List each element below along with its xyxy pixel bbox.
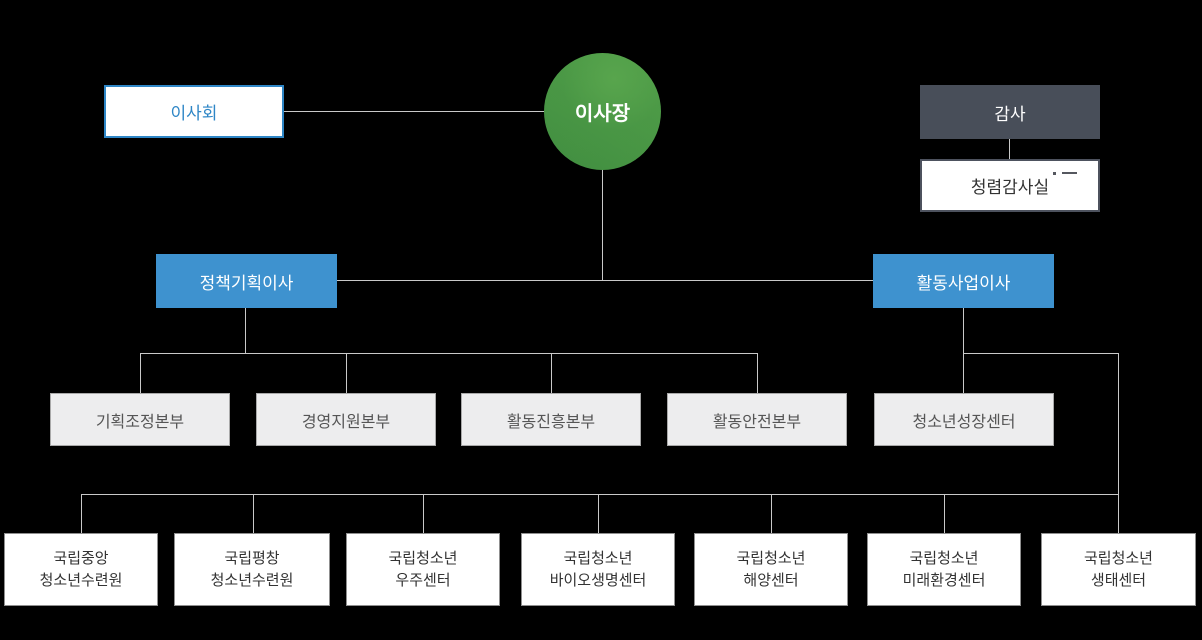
node-center-national-youth-bio-life: 국립청소년 바이오생명센터	[521, 533, 675, 606]
stray-mark	[1053, 172, 1077, 175]
connector-activity-director-down	[963, 308, 964, 393]
node-division-activity-promotion: 활동진흥본부	[461, 393, 641, 446]
node-chairman-label: 이사장	[574, 103, 631, 125]
connector-chairman-down	[602, 170, 603, 281]
connector-drop-division-4	[757, 353, 758, 393]
division-label: 활동안전본부	[712, 413, 802, 431]
center-label-line1: 국립평창	[224, 549, 280, 567]
connector-bottom-branch	[81, 494, 1119, 495]
division-label: 활동진흥본부	[506, 413, 596, 431]
center-label-line2: 바이오생명센터	[549, 571, 647, 589]
node-center-national-pyeongchang-youth: 국립평창 청소년수련원	[174, 533, 330, 606]
connector-left-branch	[140, 353, 758, 354]
connector-drop-division-2	[346, 353, 347, 393]
center-label-line1: 국립청소년	[909, 549, 979, 567]
node-center-national-youth-ecology: 국립청소년 생태센터	[1041, 533, 1196, 606]
connector-directors-horizontal	[337, 280, 874, 281]
division-label: 기획조정본부	[95, 413, 185, 431]
connector-drop-center-2	[253, 494, 254, 533]
connector-drop-center-1	[81, 494, 82, 533]
center-label-line1: 국립청소년	[388, 549, 458, 567]
center-label-line1: 국립청소년	[1083, 549, 1153, 567]
connector-drop-center-6	[944, 494, 945, 533]
node-center-national-youth-space: 국립청소년 우주센터	[346, 533, 500, 606]
connector-drop-center-5	[771, 494, 772, 533]
node-auditor-label: 감사	[994, 104, 1026, 124]
connector-right-vertical	[1118, 353, 1119, 494]
center-label-line1: 국립중앙	[53, 549, 109, 567]
connector-drop-center-3	[423, 494, 424, 533]
connector-drop-division-3	[551, 353, 552, 393]
node-division-activity-safety: 활동안전본부	[667, 393, 847, 446]
center-label-line2: 해양센터	[743, 571, 799, 589]
node-board-of-directors: 이사회	[104, 85, 284, 138]
connector-board-to-chairman	[284, 111, 545, 112]
division-label: 청소년성장센터	[912, 413, 1016, 431]
node-division-management-support: 경영지원본부	[256, 393, 436, 446]
node-center-national-youth-future-environment: 국립청소년 미래환경센터	[867, 533, 1021, 606]
node-center-national-youth-marine: 국립청소년 해양센터	[694, 533, 848, 606]
node-director-activity-label: 활동사업이사	[916, 273, 1011, 293]
node-director-policy-planning: 정책기획이사	[156, 254, 337, 308]
connector-auditor-to-office	[1009, 139, 1010, 159]
center-label-line2: 청소년수련원	[210, 571, 294, 589]
node-director-activity-business: 활동사업이사	[873, 254, 1054, 308]
node-director-policy-label: 정책기획이사	[199, 273, 294, 293]
node-audit-office-label: 청렴감사실	[970, 178, 1050, 197]
node-center-national-central-youth: 국립중앙 청소년수련원	[4, 533, 158, 606]
connector-drop-center-4	[598, 494, 599, 533]
node-auditor: 감사	[920, 85, 1100, 139]
node-division-youth-growth-center: 청소년성장센터	[874, 393, 1054, 446]
division-label: 경영지원본부	[301, 413, 391, 431]
center-label-line1: 국립청소년	[563, 549, 633, 567]
node-board-label: 이사회	[170, 104, 218, 123]
connector-policy-director-down	[245, 308, 246, 353]
connector-right-branch	[963, 353, 1118, 354]
node-division-planning-coordination: 기획조정본부	[50, 393, 230, 446]
center-label-line2: 미래환경센터	[902, 571, 986, 589]
center-label-line1: 국립청소년	[736, 549, 806, 567]
connector-drop-division-1	[140, 353, 141, 393]
center-label-line2: 우주센터	[395, 571, 451, 589]
center-label-line2: 청소년수련원	[39, 571, 123, 589]
node-chairman: 이사장	[544, 53, 661, 170]
connector-drop-center-7	[1118, 494, 1119, 533]
node-audit-office: 청렴감사실	[920, 159, 1100, 212]
center-label-line2: 생태센터	[1090, 571, 1147, 589]
